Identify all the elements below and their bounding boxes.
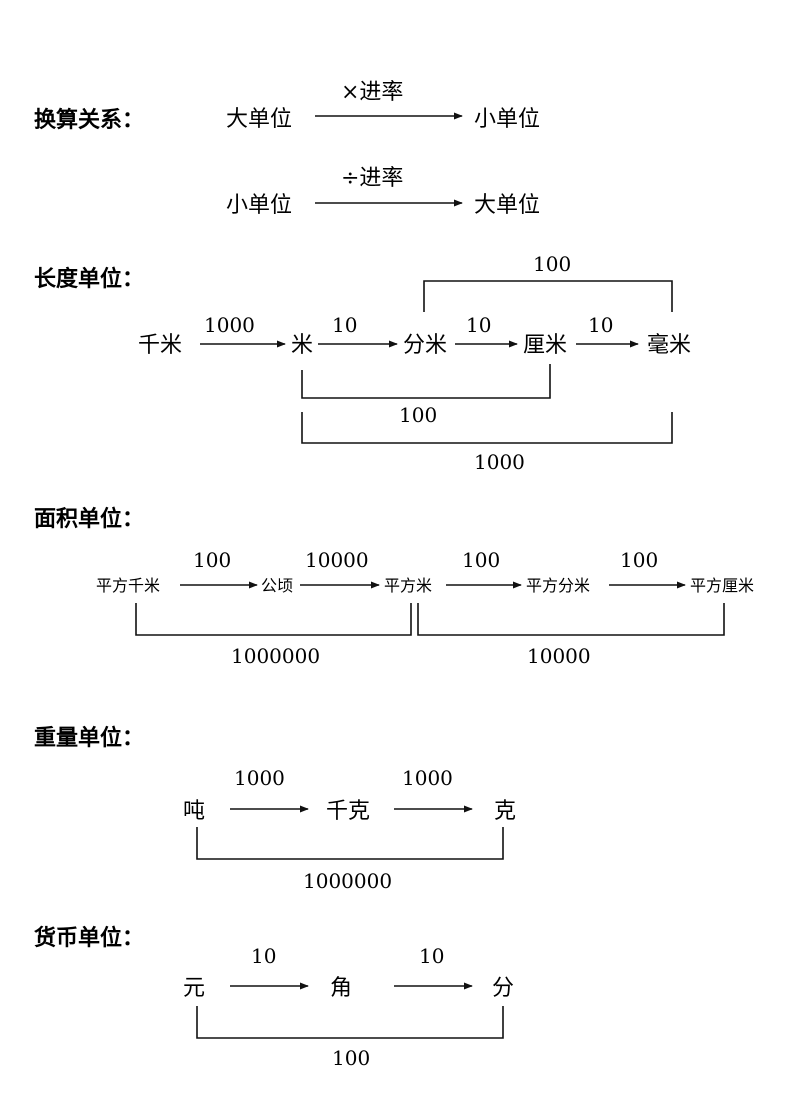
length-bracket-dm-mm-value: 100 xyxy=(533,252,571,276)
length-bracket-m-mm-value: 1000 xyxy=(474,450,525,474)
conversion-row1-to: 小单位 xyxy=(474,107,540,132)
length-rate-4: 10 xyxy=(588,313,613,337)
length-bracket-m-mm xyxy=(301,412,673,444)
weight-unit-g: 克 xyxy=(494,799,516,824)
area-bracket-sqm-sqcm xyxy=(417,603,725,636)
length-rate-2: 10 xyxy=(332,313,357,337)
length-rate-1: 1000 xyxy=(204,313,255,337)
weight-heading: 重量单位： xyxy=(34,725,144,751)
length-bracket-dm-mm xyxy=(423,280,673,312)
length-unit-mm: 毫米 xyxy=(647,333,691,358)
conversion-row1-from: 大单位 xyxy=(226,107,292,132)
length-unit-cm: 厘米 xyxy=(523,333,567,358)
money-unit-fen: 分 xyxy=(492,976,514,1001)
conversion-row2-to: 大单位 xyxy=(474,193,540,218)
area-rate-3: 100 xyxy=(462,548,500,572)
weight-unit-kg: 千克 xyxy=(326,799,370,824)
money-rate-2: 10 xyxy=(419,944,444,968)
area-unit-sqdm: 平方分米 xyxy=(526,576,590,595)
length-section: 长度单位： 千米 米 分米 厘米 毫米 1000 10 10 10 100 10… xyxy=(34,252,691,474)
area-unit-sqm: 平方米 xyxy=(384,576,432,595)
area-rate-4: 100 xyxy=(620,548,658,572)
conversion-row1-op: ×进率 xyxy=(341,80,403,105)
area-unit-sqcm: 平方厘米 xyxy=(690,576,754,595)
weight-section: 重量单位： 吨 千克 克 1000 1000 1000000 xyxy=(34,725,516,893)
area-rate-1: 100 xyxy=(193,548,231,572)
weight-bracket-ton-g-value: 1000000 xyxy=(303,869,392,893)
length-bracket-m-cm-value: 100 xyxy=(399,403,437,427)
area-bracket-sqkm-sqm-value: 1000000 xyxy=(231,644,320,668)
area-bracket-sqkm-sqm xyxy=(135,603,412,636)
conversion-row2-op: ÷进率 xyxy=(341,166,403,191)
money-heading: 货币单位： xyxy=(34,925,144,951)
money-bracket-yuan-fen-value: 100 xyxy=(332,1046,370,1070)
length-unit-dm: 分米 xyxy=(403,333,447,358)
weight-unit-ton: 吨 xyxy=(183,799,205,824)
conversion-row2-from: 小单位 xyxy=(226,193,292,218)
length-unit-km: 千米 xyxy=(138,333,182,358)
weight-rate-2: 1000 xyxy=(402,766,453,790)
weight-rate-1: 1000 xyxy=(234,766,285,790)
area-section: 面积单位： 平方千米 公顷 平方米 平方分米 平方厘米 100 10000 10… xyxy=(34,506,754,668)
area-unit-sqkm: 平方千米 xyxy=(96,576,160,595)
length-rate-3: 10 xyxy=(466,313,491,337)
length-unit-m: 米 xyxy=(291,333,313,358)
weight-bracket-ton-g xyxy=(196,827,504,860)
money-rate-1: 10 xyxy=(251,944,276,968)
conversion-heading: 换算关系： xyxy=(34,107,144,133)
length-heading: 长度单位： xyxy=(34,266,144,292)
length-bracket-m-cm xyxy=(301,364,551,399)
area-heading: 面积单位： xyxy=(34,506,144,532)
money-unit-jiao: 角 xyxy=(330,976,352,1001)
area-rate-2: 10000 xyxy=(305,548,369,572)
area-bracket-sqm-sqcm-value: 10000 xyxy=(527,644,591,668)
money-unit-yuan: 元 xyxy=(183,976,205,1001)
area-unit-hectare: 公顷 xyxy=(261,576,293,595)
money-section: 货币单位： 元 角 分 10 10 100 xyxy=(34,925,514,1070)
conversion-section: 换算关系： 大单位 ×进率 小单位 小单位 ÷进率 大单位 xyxy=(34,80,540,218)
money-bracket-yuan-fen xyxy=(196,1006,504,1039)
